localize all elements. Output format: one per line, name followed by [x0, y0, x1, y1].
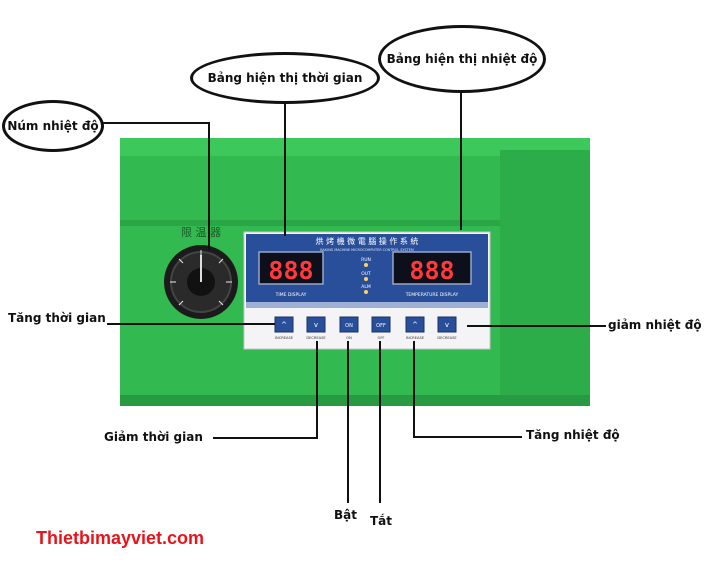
- callout-time-display: Bảng hiện thị thời gian: [190, 52, 380, 104]
- button-symbol: v: [314, 321, 318, 329]
- button-caption: DECREASE: [437, 336, 457, 340]
- alm-label: ALM: [361, 284, 371, 290]
- run-indicator: [364, 263, 368, 267]
- temperature-increase-button[interactable]: ^ INCREASE: [405, 316, 425, 340]
- time-display-screen: [258, 251, 324, 285]
- button-face[interactable]: [405, 316, 425, 333]
- button-caption: OFF: [378, 336, 385, 340]
- temperature-display-screen: [392, 251, 472, 285]
- power-off-button[interactable]: OFF OFF: [371, 316, 391, 340]
- run-label: RUN: [361, 257, 371, 263]
- button-symbol: v: [445, 321, 449, 329]
- label-power-off: Tắt: [370, 514, 393, 528]
- label-power-on: Bật: [334, 508, 357, 522]
- label-time-decrease: Giảm thời gian: [104, 430, 203, 444]
- leader-lines: [100, 93, 606, 503]
- button-face[interactable]: [306, 316, 326, 333]
- label-temperature-increase: Tăng nhiệt độ: [526, 428, 620, 442]
- time-increase-button[interactable]: ^ INCREASE: [274, 316, 294, 340]
- callout-temperature-knob: Núm nhiệt độ: [2, 100, 104, 152]
- brand-text: Thietbimayviet.com: [36, 528, 205, 548]
- button-caption: INCREASE: [275, 336, 294, 340]
- button-symbol: OFF: [376, 323, 386, 329]
- button-face[interactable]: [371, 316, 391, 333]
- button-caption: DECREASE: [306, 336, 326, 340]
- callout-temperature-display: Bảng hiện thị nhiệt độ: [378, 25, 546, 93]
- label-time-increase: Tăng thời gian: [8, 311, 106, 325]
- out-label: OUT: [361, 271, 371, 277]
- button-caption: INCREASE: [406, 336, 425, 340]
- button-face[interactable]: [437, 316, 457, 333]
- button-symbol: ON: [345, 323, 353, 329]
- button-face[interactable]: [339, 316, 359, 333]
- alm-indicator: [364, 290, 368, 294]
- temperature-digits: 888: [409, 256, 454, 285]
- time-digits: 888: [268, 256, 313, 285]
- temperature-knob[interactable]: [164, 245, 238, 319]
- button-caption: ON: [346, 336, 352, 340]
- power-on-button[interactable]: ON ON: [339, 316, 359, 340]
- label-temperature-decrease: giảm nhiệt độ: [608, 318, 702, 332]
- panel-title-cn: 烘 烤 機 微 電 腦 操 作 系 統: [316, 236, 419, 246]
- out-indicator: [364, 277, 368, 281]
- button-symbol: ^: [281, 321, 287, 329]
- panel-title-en: BAKING MACHINE MICROCOMPUTER CONTROL SYS…: [320, 248, 414, 252]
- time-display-caption: TIME DISPLAY: [275, 292, 307, 298]
- temperature-display-caption: TEMPERATURE DISPLAY: [405, 292, 459, 298]
- knob-label: 限 温 器: [181, 226, 221, 239]
- button-symbol: ^: [412, 321, 418, 329]
